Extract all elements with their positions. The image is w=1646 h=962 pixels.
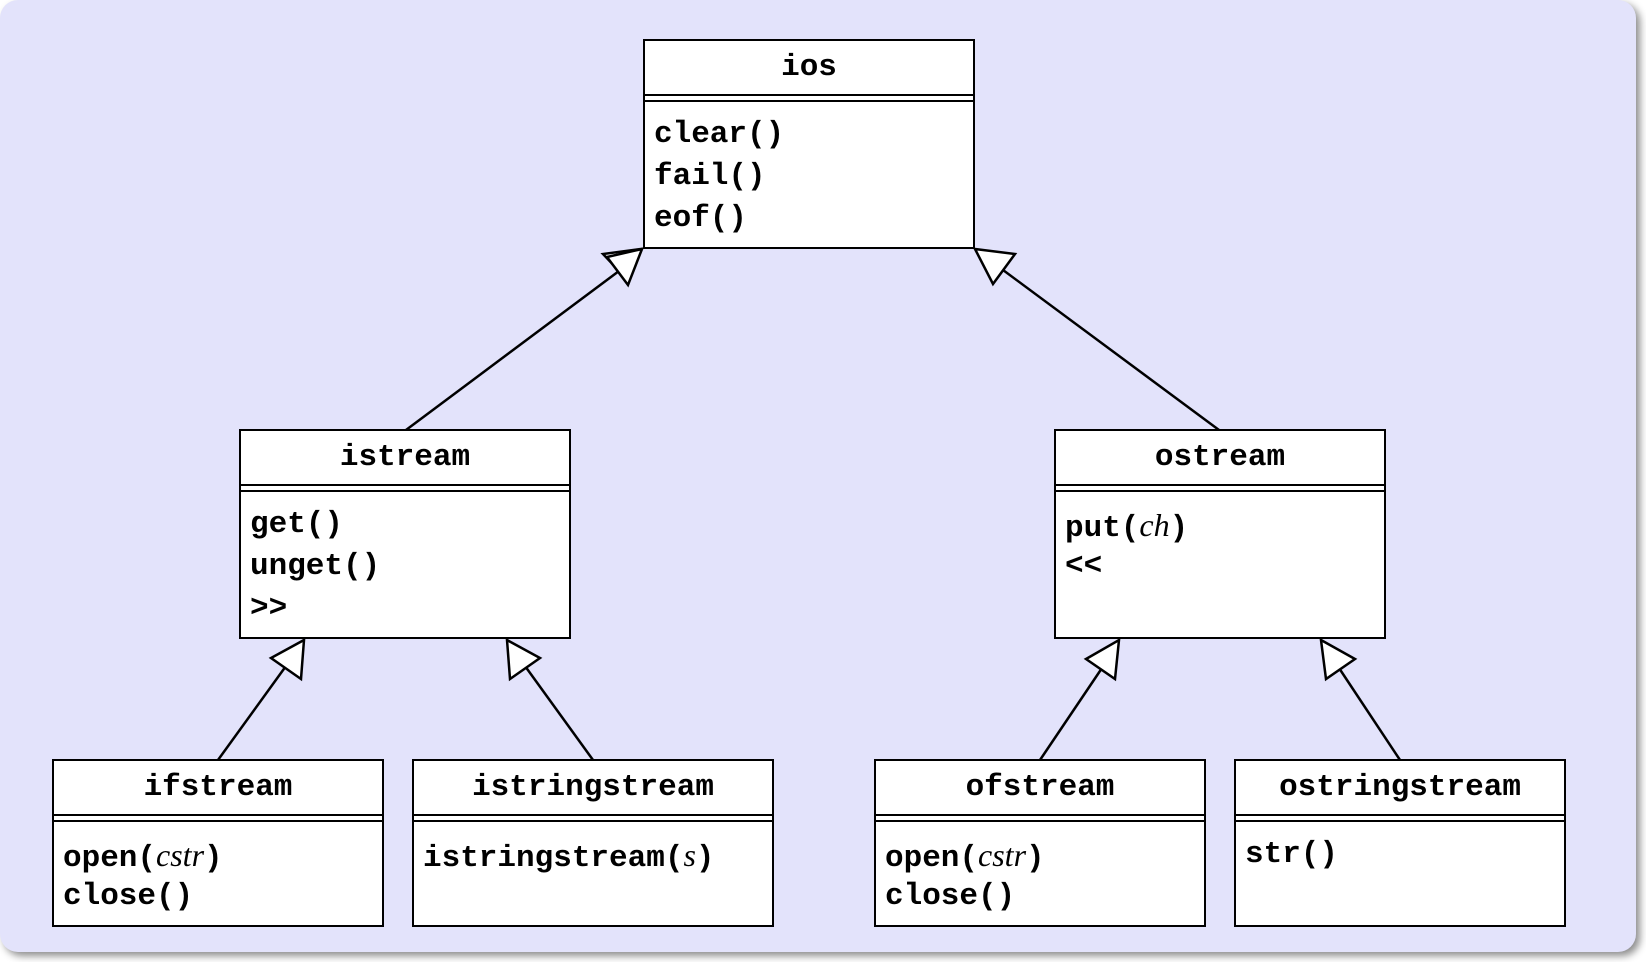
class-box-ostream: ostream put(ch)<< <box>1054 429 1386 639</box>
class-name: istream <box>339 440 471 475</box>
operation-close-paren: ) <box>695 841 715 876</box>
operation-close-paren: ) <box>1169 511 1189 546</box>
class-name: ifstream <box>143 770 293 805</box>
operation: put(ch) <box>1065 504 1384 546</box>
operation-name: open( <box>63 841 157 876</box>
operation: get() <box>250 507 344 542</box>
class-name: ostream <box>1154 440 1286 475</box>
class-separator <box>414 814 772 822</box>
operation-parameter: s <box>683 837 696 873</box>
class-separator <box>54 814 382 822</box>
operations-list: put(ch)<< <box>1056 492 1384 588</box>
arrow-ifstream-to-istream <box>216 637 306 761</box>
operations-list: istringstream(s) <box>414 822 772 876</box>
arrow-istream-to-ios <box>405 247 645 432</box>
operation: fail() <box>654 159 766 194</box>
operations-list: open(cstr)close() <box>876 822 1204 918</box>
class-box-ofstream: ofstream open(cstr)close() <box>874 759 1206 927</box>
class-name: ofstream <box>965 770 1115 805</box>
operation: close() <box>885 879 1016 914</box>
operations-list: get() unget() >> <box>241 492 569 630</box>
class-name: ostringstream <box>1279 770 1521 805</box>
class-box-istringstream: istringstream istringstream(s) <box>412 759 774 927</box>
class-separator <box>1056 484 1384 492</box>
class-box-ostringstream: ostringstream str() <box>1234 759 1566 927</box>
operations-list: clear() fail() eof() <box>645 102 973 240</box>
class-separator <box>876 814 1204 822</box>
operation: << <box>1065 549 1103 584</box>
operation-name: put( <box>1065 511 1140 546</box>
operation-parameter: cstr <box>978 837 1027 873</box>
operation: unget() <box>250 549 381 584</box>
arrow-istringstream-to-istream <box>505 637 595 761</box>
class-name: ios <box>781 50 837 85</box>
class-box-ios: ios clear() fail() eof() <box>643 39 975 249</box>
operation-close-paren: ) <box>204 841 223 876</box>
operation-name: open( <box>885 841 979 876</box>
operation: open(cstr) <box>63 834 382 876</box>
class-name: istringstream <box>472 770 714 805</box>
class-separator <box>1236 814 1564 822</box>
operation: istringstream(s) <box>423 834 772 876</box>
arrow-ofstream-to-ostream <box>1038 637 1121 761</box>
operations-list: str() <box>1236 822 1564 876</box>
operations-list: open(cstr)close() <box>54 822 382 918</box>
arrow-ostringstream-to-ostream <box>1319 637 1402 761</box>
operation: >> <box>250 591 288 626</box>
operation: eof() <box>654 201 748 236</box>
arrow-ostream-to-ios <box>972 247 1220 432</box>
operation-parameter: ch <box>1139 507 1170 543</box>
class-separator <box>241 484 569 492</box>
operation: close() <box>63 879 194 914</box>
operation-name: istringstream( <box>423 841 684 876</box>
class-box-istream: istream get() unget() >> <box>239 429 571 639</box>
operation: clear() <box>654 117 785 152</box>
class-box-ifstream: ifstream open(cstr)close() <box>52 759 384 927</box>
operation-parameter: cstr <box>156 837 205 873</box>
operation-close-paren: ) <box>1026 841 1045 876</box>
class-separator <box>645 94 973 102</box>
operation: str() <box>1245 837 1339 872</box>
operation: open(cstr) <box>885 834 1204 876</box>
